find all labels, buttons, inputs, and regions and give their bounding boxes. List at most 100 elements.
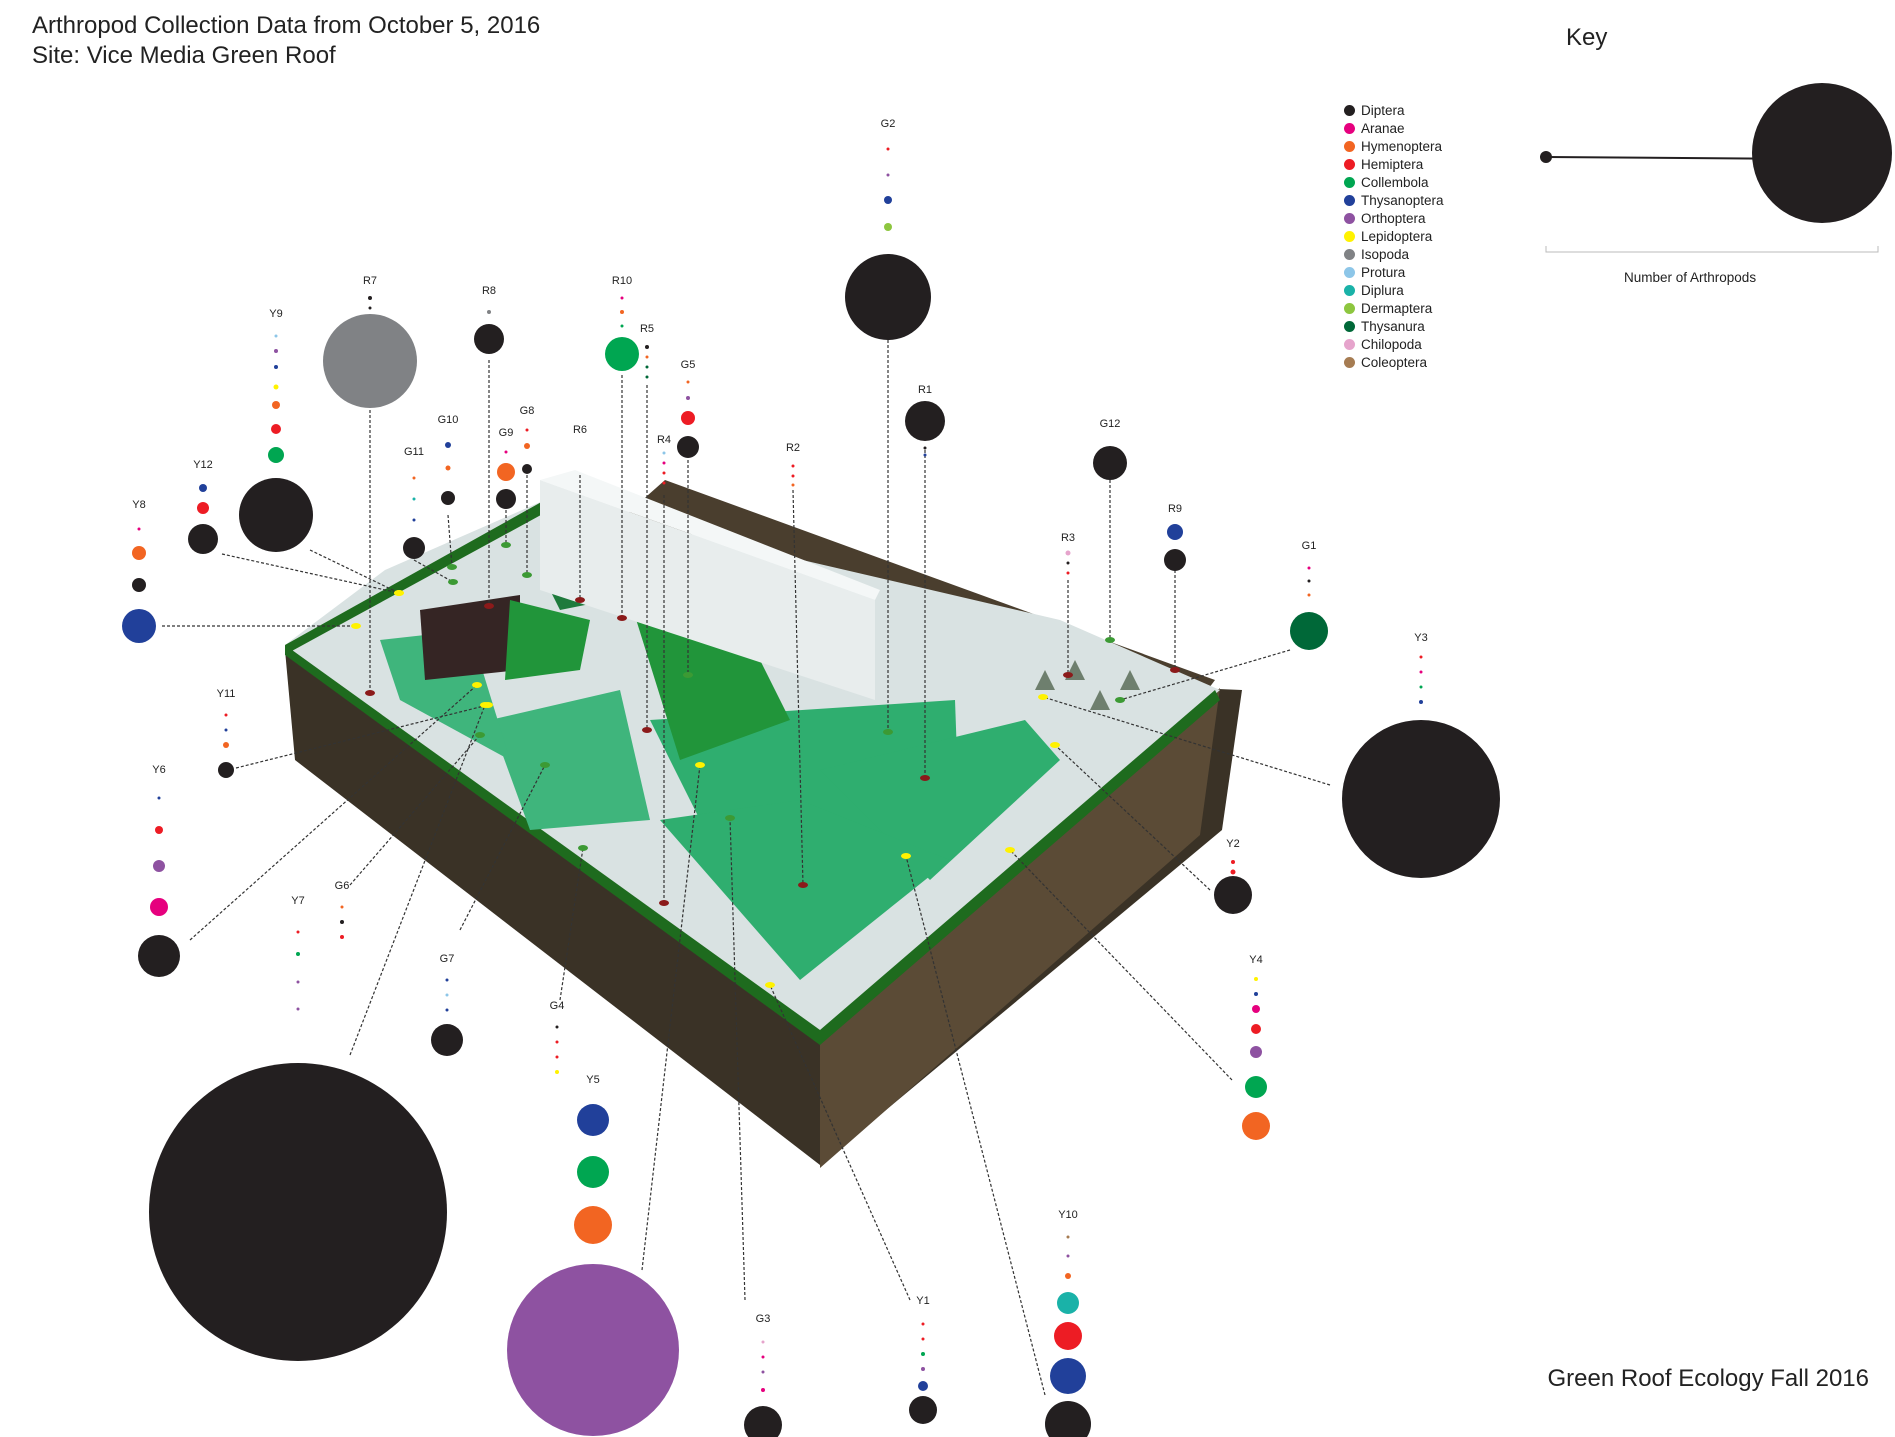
bubble-r4-2: [662, 471, 666, 475]
bubble-y7-1: [296, 952, 300, 956]
bubble-g3-1: [761, 1355, 765, 1359]
key-heading: Key: [1566, 24, 1608, 51]
legend-item: Thysanoptera: [1344, 191, 1444, 209]
bubble-y9-4: [272, 401, 280, 409]
legend-label: Hymenoptera: [1361, 138, 1443, 154]
roof-parapet-front: [285, 645, 820, 1045]
bubble-y6-4: [138, 935, 180, 977]
legend-swatch: [1344, 230, 1355, 242]
planting-bed-front: [660, 800, 950, 980]
bubble-y10-2: [1065, 1273, 1071, 1279]
size-key-large-circle: [1752, 83, 1892, 223]
bubble-y12-0: [199, 484, 207, 492]
legend-item: Thysanura: [1344, 317, 1444, 335]
trap-label-y2: Y2: [1226, 838, 1239, 850]
bubble-g7-0: [445, 978, 449, 982]
legend-item: Aranae: [1344, 119, 1444, 137]
bubble-y10-3: [1057, 1292, 1079, 1314]
bubble-g7-1: [445, 993, 449, 997]
bubble-g10-1: [445, 465, 451, 471]
legend-swatch: [1344, 158, 1355, 170]
trap-label-r10: R10: [612, 275, 632, 287]
bubble-r5-3: [645, 375, 649, 379]
trap-label-r3: R3: [1061, 532, 1075, 544]
bubble-y4-2: [1252, 1005, 1260, 1013]
legend-swatch: [1344, 194, 1355, 206]
trap-marker-g2: [883, 729, 893, 735]
bubble-y10-6: [1045, 1401, 1091, 1437]
bubble-g11-1: [412, 497, 416, 501]
bubble-y10-1: [1066, 1254, 1070, 1258]
trap-label-y12: Y12: [193, 459, 213, 471]
bubble-g11-2: [412, 518, 416, 522]
bubble-y1-3: [921, 1367, 925, 1371]
legend-item: Diplura: [1344, 281, 1444, 299]
trap-marker-r6: [575, 597, 585, 603]
leader-lines: [162, 340, 1331, 1396]
legend-label: Dermaptera: [1361, 300, 1433, 316]
trap-marker-y2: [1050, 742, 1060, 748]
trap-marker-g12: [1105, 637, 1115, 643]
bubble-y10-4: [1054, 1322, 1082, 1350]
green-roof-model: [285, 470, 1242, 1168]
legend-swatch: [1344, 176, 1355, 188]
legend-label: Hemiptera: [1361, 156, 1424, 172]
trap-label-g4: G4: [550, 1000, 565, 1012]
bubble-y5-0: [577, 1104, 609, 1136]
bubble-g3-4: [744, 1406, 782, 1437]
trap-label-g3: G3: [756, 1313, 771, 1325]
bubble-r5-1: [645, 355, 649, 359]
bubble-y7-0: [296, 930, 300, 934]
trap-label-y8: Y8: [132, 499, 145, 511]
bubble-y8-1: [132, 546, 146, 560]
bubble-y5-2: [574, 1206, 612, 1244]
trap-marker-y11: [483, 702, 493, 708]
bubble-r4-3: [662, 481, 666, 485]
legend-item: Coleoptera: [1344, 353, 1444, 371]
trap-label-r1: R1: [918, 384, 932, 396]
bubble-columns: R1R2R3R4R5R6R7R8R9R10G1G2G3G4G5G6G7G8G9G…: [122, 118, 1500, 1437]
trap-label-y4: Y4: [1249, 954, 1262, 966]
trap-label-r4: R4: [657, 434, 671, 446]
bubble-y6-2: [153, 860, 165, 872]
legend-swatch: [1344, 338, 1355, 350]
bubble-r1-1: [923, 446, 927, 450]
trap-label-r9: R9: [1168, 503, 1182, 515]
leader-line-g4: [559, 847, 584, 1001]
bubble-y11-2: [223, 742, 229, 748]
size-key-small-circle: [1540, 151, 1552, 163]
bubble-g2-4: [845, 254, 931, 340]
bubble-r8-0: [487, 310, 491, 314]
trap-marker-r3: [1063, 672, 1073, 678]
legend-item: Isopoda: [1344, 245, 1444, 263]
trap-label-r5: R5: [640, 323, 654, 335]
bubble-y9-5: [271, 424, 281, 434]
leader-line-y10: [905, 855, 1046, 1396]
bubble-y4-4: [1250, 1046, 1262, 1058]
bubble-g2-0: [886, 147, 890, 151]
legend-swatch: [1344, 248, 1355, 260]
legend-swatch: [1344, 284, 1355, 296]
trap-marker-r8: [484, 603, 494, 609]
building-side-wall: [820, 688, 1220, 1168]
legend-label: Isopoda: [1361, 246, 1410, 262]
legend-item: Orthoptera: [1344, 209, 1444, 227]
bubble-g5-2: [681, 411, 695, 425]
trap-label-r2: R2: [786, 442, 800, 454]
bubble-g5-0: [686, 380, 690, 384]
bubble-g11-0: [412, 476, 416, 480]
leader-line-g6: [349, 734, 481, 886]
bubble-y7-3: [296, 1007, 300, 1011]
bubble-g2-1: [886, 173, 890, 177]
trap-label-y7: Y7: [291, 895, 304, 907]
bubble-g2-2: [884, 196, 892, 204]
bubble-y8-2: [132, 578, 146, 592]
bubble-y6-1: [155, 826, 163, 834]
bubble-r4-0: [662, 451, 666, 455]
trap-label-g2: G2: [881, 118, 896, 130]
leader-line-g11: [413, 559, 454, 583]
leader-line-y3: [1042, 696, 1331, 786]
trap-label-g12: G12: [1100, 418, 1121, 430]
bubble-g4-2: [555, 1055, 559, 1059]
